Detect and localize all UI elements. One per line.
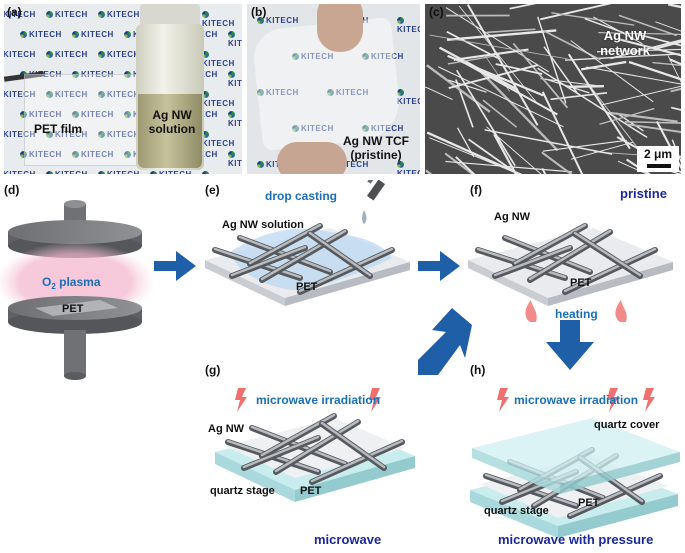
- kitech-watermark: KITECH: [46, 50, 88, 59]
- kitech-watermark: KITECH: [202, 50, 242, 68]
- nanowire: [668, 4, 681, 17]
- lightning-icon: [497, 388, 509, 412]
- kitech-watermark: KITECH: [72, 30, 114, 39]
- nanowire: [569, 54, 630, 148]
- nanowire: [581, 62, 626, 69]
- nanowire: [668, 56, 681, 149]
- kitech-watermark: KITECH: [397, 160, 420, 174]
- ag-nw-tcf-label: Ag NW TCF (pristine): [331, 134, 420, 162]
- kitech-watermark: KITECH: [228, 150, 242, 168]
- panel-c-sem-image: (c) Ag NW network 2 μm: [425, 4, 681, 174]
- kitech-watermark: KITECH: [202, 130, 242, 148]
- panel-tag: (d): [4, 183, 19, 197]
- nanowire: [454, 49, 529, 59]
- ag-nw-solution-label: Ag NW solution: [137, 108, 207, 136]
- panel-b-photo: KITECHKITECHKITECHKITECHKITECHKITECHKITE…: [247, 4, 420, 174]
- flame-icon: [615, 300, 626, 322]
- o2-plasma-label: O2 plasma: [42, 275, 101, 291]
- kitech-watermark: KITECH: [4, 50, 36, 59]
- kitech-watermark: KITECH: [46, 170, 88, 174]
- nanowire: [551, 13, 634, 25]
- dropper-icon: [362, 180, 385, 224]
- ag-nw-solution-label: Ag NW solution: [222, 219, 304, 231]
- microwave-irradiation-label: microwave irradiation: [514, 393, 638, 407]
- heating-label: heating: [555, 307, 598, 321]
- ag-nw-network-label: Ag NW network: [585, 28, 665, 58]
- kitech-watermark: KITECH: [397, 16, 420, 34]
- nanowire: [571, 142, 633, 159]
- arrow-f-to-g: [418, 308, 472, 375]
- scale-bar: [647, 164, 671, 168]
- arrow-f-to-h: [546, 320, 594, 370]
- arrow-d-to-e: [154, 251, 196, 281]
- pet-film: [24, 74, 146, 166]
- panel-tag: (f): [470, 183, 482, 197]
- nanowire: [426, 170, 470, 174]
- nanowire: [568, 86, 604, 87]
- nanowire: [601, 78, 681, 105]
- panel-tag: (g): [205, 363, 220, 377]
- kitech-watermark: KITECH: [202, 170, 242, 174]
- quartz-cover-label: quartz cover: [594, 419, 660, 431]
- lightning-icon: [235, 388, 247, 412]
- microwave-with-pressure-label: microwave with pressure: [498, 532, 653, 547]
- nanowire: [425, 87, 453, 100]
- drop-casting-label: drop casting: [265, 189, 337, 203]
- plasma-chamber: [0, 200, 155, 380]
- arrow-e-to-f: [418, 251, 460, 281]
- pet-label: PET: [62, 303, 84, 315]
- kitech-watermark: KITECH: [20, 30, 62, 39]
- panel-tag: (h): [470, 363, 485, 377]
- vial: [132, 4, 208, 172]
- panel-a-photo: KITECH KITECH KITECH KITECH KITECH KITECH KITE…: [4, 4, 242, 174]
- ag-nw-label: Ag NW: [494, 211, 531, 223]
- kitech-watermark: KITECH: [397, 88, 420, 106]
- quartz-stage-label: quartz stage: [210, 485, 275, 497]
- kitech-watermark: KITECH: [202, 90, 242, 108]
- nanowire: [627, 124, 681, 137]
- microwave-irradiation-label: microwave irradiation: [256, 393, 380, 407]
- kitech-watermark: KITECH: [228, 110, 242, 128]
- lightning-icon: [643, 388, 655, 412]
- panel-tag: (e): [205, 183, 220, 197]
- kitech-watermark: KITECH: [228, 70, 242, 88]
- nanowire: [538, 68, 648, 137]
- kitech-watermark: KITECH: [228, 30, 242, 48]
- pet-label: PET: [296, 281, 318, 293]
- ag-nw-label: Ag NW: [208, 423, 245, 435]
- process-diagram: (d) O2 plasma PET (e) drop casting Ag NW…: [0, 180, 685, 553]
- microwave-method-label: microwave: [314, 532, 381, 547]
- kitech-watermark: KITECH: [202, 10, 242, 28]
- pet-label: PET: [578, 497, 600, 509]
- scale-bar-label: 2 μm: [639, 147, 677, 161]
- pet-label: PET: [300, 485, 322, 497]
- panel-tag: (c): [429, 5, 444, 19]
- kitech-watermark: KITECH: [4, 170, 36, 174]
- quartz-stage-label: quartz stage: [484, 505, 549, 517]
- flame-icon: [525, 300, 536, 322]
- panel-tag: (b): [251, 5, 266, 19]
- pristine-label: pristine: [620, 186, 667, 201]
- finger: [317, 4, 363, 52]
- pet-film-label: PET film: [34, 122, 82, 136]
- pet-label: PET: [570, 277, 592, 289]
- kitech-watermark: KITECH: [46, 10, 88, 19]
- panel-tag: (a): [7, 5, 22, 19]
